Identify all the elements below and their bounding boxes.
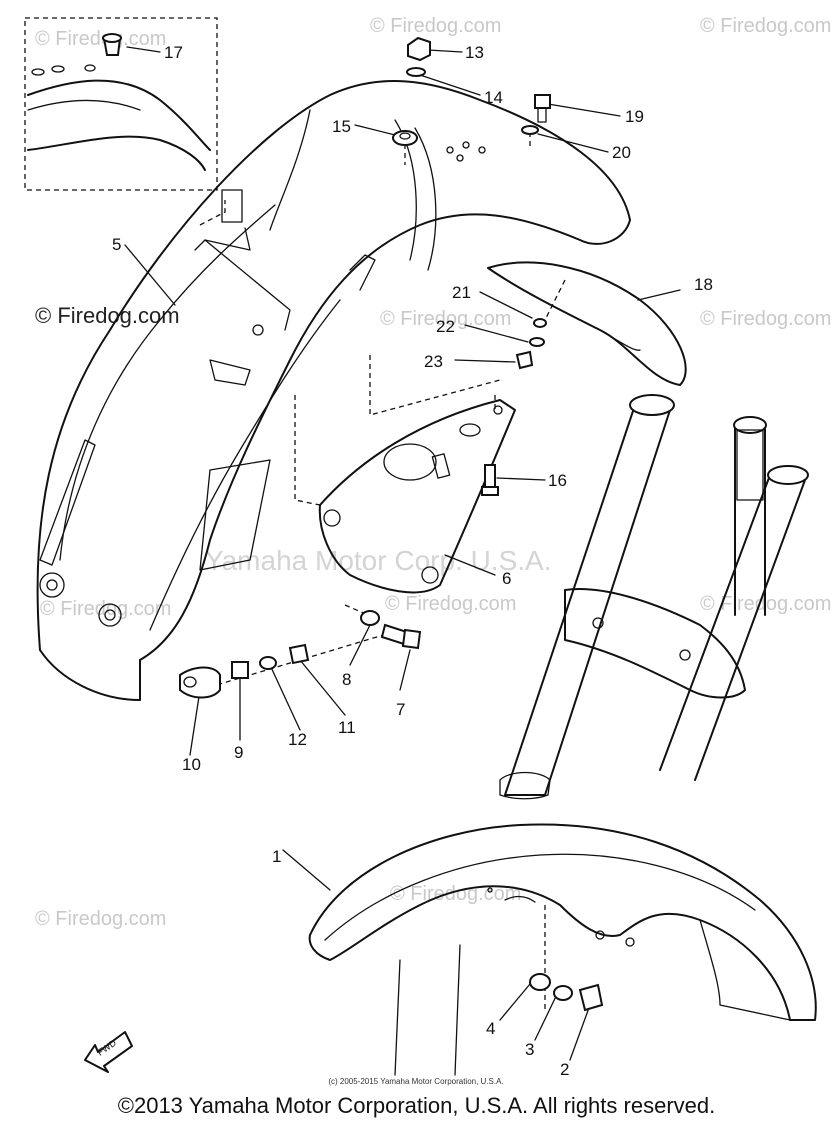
watermark: © Firedog.com	[385, 593, 516, 615]
fwd-arrow-icon: FWD	[84, 1031, 133, 1073]
callout-11: 11	[338, 718, 356, 737]
mud-flap	[487, 261, 687, 386]
callout-4: 4	[486, 1019, 495, 1038]
watermark: © Firedog.com	[35, 908, 166, 930]
watermark: © Firedog.com	[40, 598, 171, 620]
callout-5: 5	[112, 235, 121, 254]
footer-copyright: ©2013 Yamaha Motor Corporation, U.S.A. A…	[117, 1093, 716, 1118]
watermark: © Firedog.com	[35, 28, 166, 50]
callout-8: 8	[342, 670, 351, 689]
callout-14: 14	[484, 88, 503, 107]
fender-bracket	[318, 399, 516, 594]
front-fork	[499, 394, 809, 800]
callouts: 1 2 3 4 5 6 7 8 9 10 11 12 13 14 15 16 1…	[112, 43, 713, 1079]
callout-12: 12	[288, 730, 307, 749]
callout-2: 2	[560, 1060, 569, 1079]
watermark-dark: © Firedog.com	[35, 303, 180, 328]
callout-18: 18	[694, 275, 713, 294]
callout-10: 10	[182, 755, 201, 774]
callout-23: 23	[424, 352, 443, 371]
inset-detail	[24, 17, 218, 191]
small-copyright: (c) 2005-2015 Yamaha Motor Corporation, …	[328, 1077, 503, 1086]
callout-22: 22	[436, 317, 455, 336]
watermark: © Firedog.com	[380, 308, 511, 330]
watermark-center: Yamaha Motor Corp. U.S.A.	[205, 545, 552, 576]
callout-13: 13	[465, 43, 484, 62]
callout-9: 9	[234, 743, 243, 762]
front-fender	[308, 823, 817, 1076]
rear-fender	[36, 80, 631, 701]
callout-6: 6	[502, 569, 511, 588]
hardware	[179, 36, 604, 1012]
watermark: © Firedog.com	[370, 15, 501, 37]
callout-19: 19	[625, 107, 644, 126]
callout-15: 15	[332, 117, 351, 136]
callout-16: 16	[548, 471, 567, 490]
watermark: © Firedog.com	[700, 308, 831, 330]
callout-1: 1	[272, 847, 281, 866]
callout-3: 3	[525, 1040, 534, 1059]
callout-21: 21	[452, 283, 471, 302]
callout-20: 20	[612, 143, 631, 162]
callout-7: 7	[396, 700, 405, 719]
callout-17: 17	[164, 43, 183, 62]
watermark: © Firedog.com	[700, 15, 831, 37]
watermark-layer: © Firedog.com © Firedog.com © Firedog.co…	[35, 15, 831, 930]
leader-lines	[124, 46, 681, 1061]
